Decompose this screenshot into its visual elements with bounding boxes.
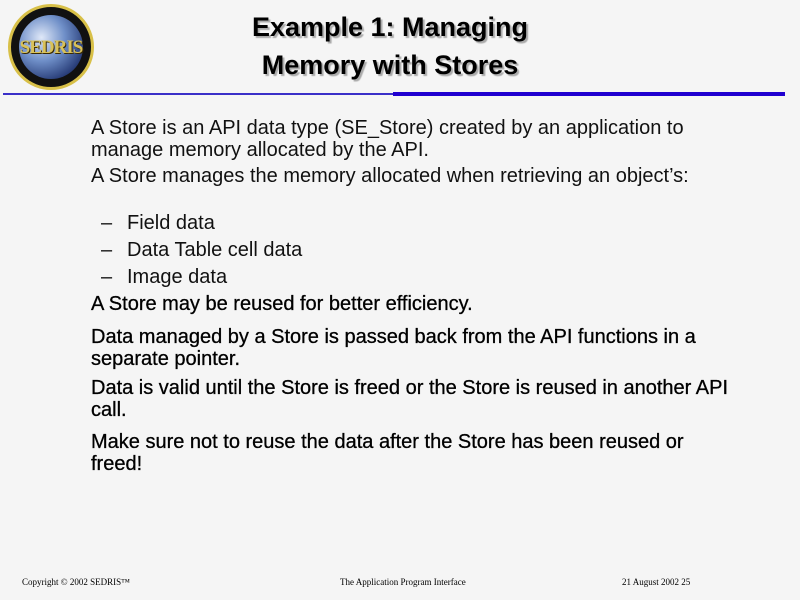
footer-copyright: Copyright © 2002 SEDRIS™ — [22, 577, 130, 587]
paragraph-1: A Store is an API data type (SE_Store) c… — [91, 117, 684, 161]
sub-item: –Field data — [101, 212, 215, 234]
sub-item-label: Data Table cell data — [127, 239, 303, 261]
dash-bullet: – — [101, 212, 113, 234]
title-line-1: Example 1: Managing — [251, 12, 529, 42]
paragraph-4: Data managed by a Store is passed back f… — [91, 326, 696, 370]
sub-item: –Image data — [101, 266, 227, 288]
paragraph-6: Make sure not to reuse the data after th… — [91, 431, 684, 475]
logo-text: SEDRIS — [19, 37, 84, 58]
footer-title: The Application Program Interface — [340, 577, 466, 587]
footer-date-page: 21 August 2002 25 — [622, 577, 691, 587]
paragraph-2: A Store manages the memory allocated whe… — [91, 165, 689, 187]
dash-bullet: – — [101, 266, 113, 288]
paragraph-5: Data is valid until the Store is freed o… — [91, 377, 729, 421]
sedris-logo: SEDRIS — [8, 4, 94, 90]
title-divider-left — [3, 93, 393, 95]
dash-bullet: – — [101, 239, 113, 261]
globe-icon — [19, 15, 83, 79]
slide-title: Example 1: Managing Memory with Stores — [180, 8, 600, 84]
sub-item-label: Field data — [127, 212, 215, 234]
sub-item: –Data Table cell data — [101, 239, 302, 261]
title-divider-right — [393, 92, 785, 96]
title-line-2: Memory with Stores — [261, 50, 519, 80]
paragraph-3: A Store may be reused for better efficie… — [91, 293, 473, 315]
sub-item-label: Image data — [127, 266, 228, 288]
